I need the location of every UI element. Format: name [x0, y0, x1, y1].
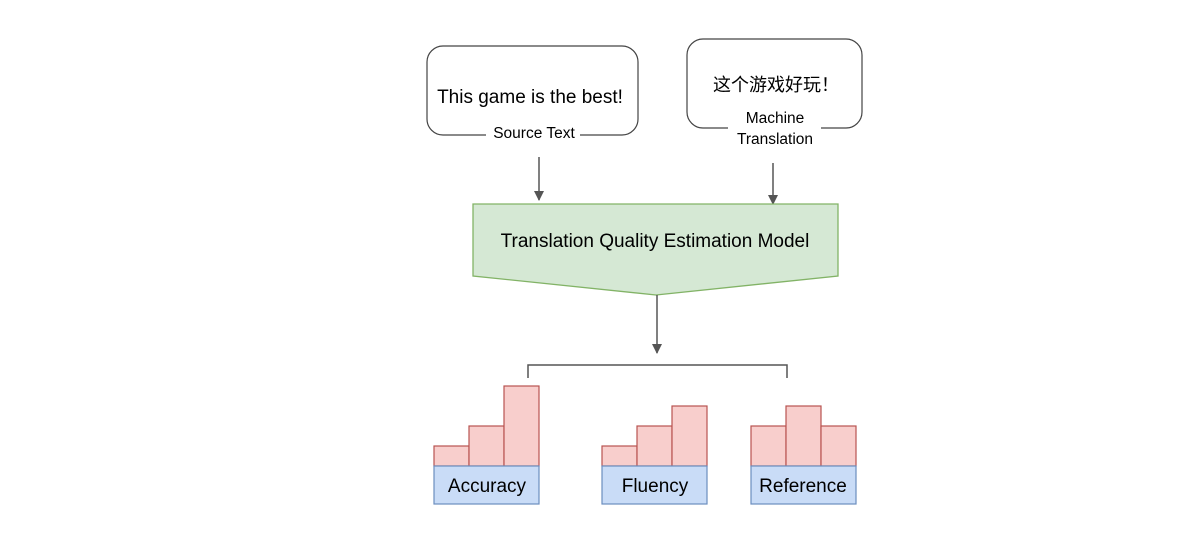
source-label-backdrop: [486, 124, 580, 140]
source-label: Source Text: [493, 125, 575, 142]
metric-accuracy: Accuracy: [433, 385, 540, 505]
metric-label: Reference: [759, 476, 847, 497]
mt-label-backdrop: [728, 124, 821, 148]
bar: [503, 385, 540, 467]
mt-label-line1: Machine: [746, 110, 805, 127]
bar: [820, 425, 857, 467]
machine-translation-bubble: 这个游戏好玩！ Machine Translation: [686, 38, 863, 148]
metric-label-box: [750, 465, 857, 505]
bar: [785, 405, 822, 467]
bar: [433, 445, 470, 467]
mt-sentence: 这个游戏好玩！: [713, 75, 839, 96]
mt-label-line2: Translation: [737, 131, 813, 148]
metric-label-box: [433, 465, 540, 505]
model-label: Translation Quality Estimation Model: [501, 231, 810, 252]
qe-model-block: Translation Quality Estimation Model: [472, 203, 839, 296]
source-sentence: This game is the best!: [437, 87, 623, 108]
output-bracket: [527, 364, 788, 378]
metric-fluency: Fluency: [601, 405, 708, 505]
bar: [601, 445, 638, 467]
model-shape: [472, 203, 839, 296]
bar: [750, 425, 787, 467]
metric-label: Fluency: [622, 476, 689, 497]
bar: [636, 425, 673, 467]
metric-label: Accuracy: [448, 476, 527, 497]
metric-reference: Reference: [750, 405, 857, 505]
bar: [468, 425, 505, 467]
bar: [671, 405, 708, 467]
metric-label-box: [601, 465, 708, 505]
source-text-bubble: This game is the best! Source Text: [426, 45, 639, 142]
